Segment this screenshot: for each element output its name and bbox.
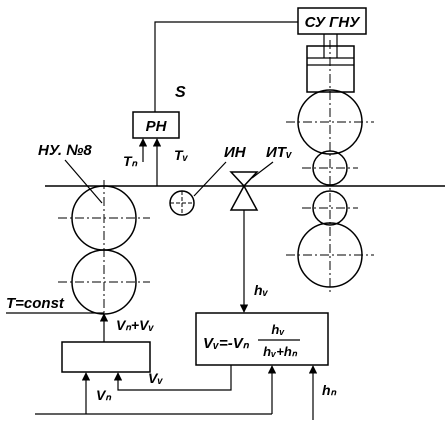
it-sensor-top-triangle (229, 171, 259, 188)
tn-label: Tₙ (123, 153, 139, 169)
nu8-leader (64, 159, 103, 204)
su-gnu-label: СУ ГНУ (305, 14, 362, 31)
nu8-label: НУ. №8 (38, 142, 92, 159)
formula-numerator: hᵥ (271, 322, 285, 337)
rn-to-sugnu-line (154, 21, 298, 112)
tv-label: Tᵥ (174, 147, 189, 163)
rn-label: РН (146, 118, 168, 135)
su-gnu-block (297, 7, 367, 35)
in-label: ИН (224, 144, 247, 161)
hv-label: hᵥ (254, 282, 269, 298)
left-stand-centerlines (58, 180, 150, 320)
formula-block (195, 312, 329, 366)
rn-block (132, 111, 180, 139)
vv-label: Vᵥ (148, 370, 163, 386)
t-const-label: T=const (6, 295, 65, 312)
it-sensor-bottom-triangle (229, 184, 259, 211)
formula-denominator: hᵥ+hₙ (263, 344, 298, 359)
right-work-roll-bottom (312, 190, 348, 226)
vn-plus-vv-label: Vₙ+Vᵥ (116, 317, 154, 333)
it-label: ИТᵥ (266, 144, 292, 161)
it-leader (251, 161, 274, 179)
right-stand-centerlines (286, 40, 374, 292)
in-leader (193, 161, 227, 197)
vv-feedback-line (113, 365, 232, 391)
s-label: S (175, 84, 186, 101)
sum-block (61, 341, 151, 373)
hn-label: hₙ (322, 382, 338, 398)
formula-lhs: Vᵥ=-Vₙ (203, 335, 250, 352)
vn-label: Vₙ (96, 387, 112, 403)
